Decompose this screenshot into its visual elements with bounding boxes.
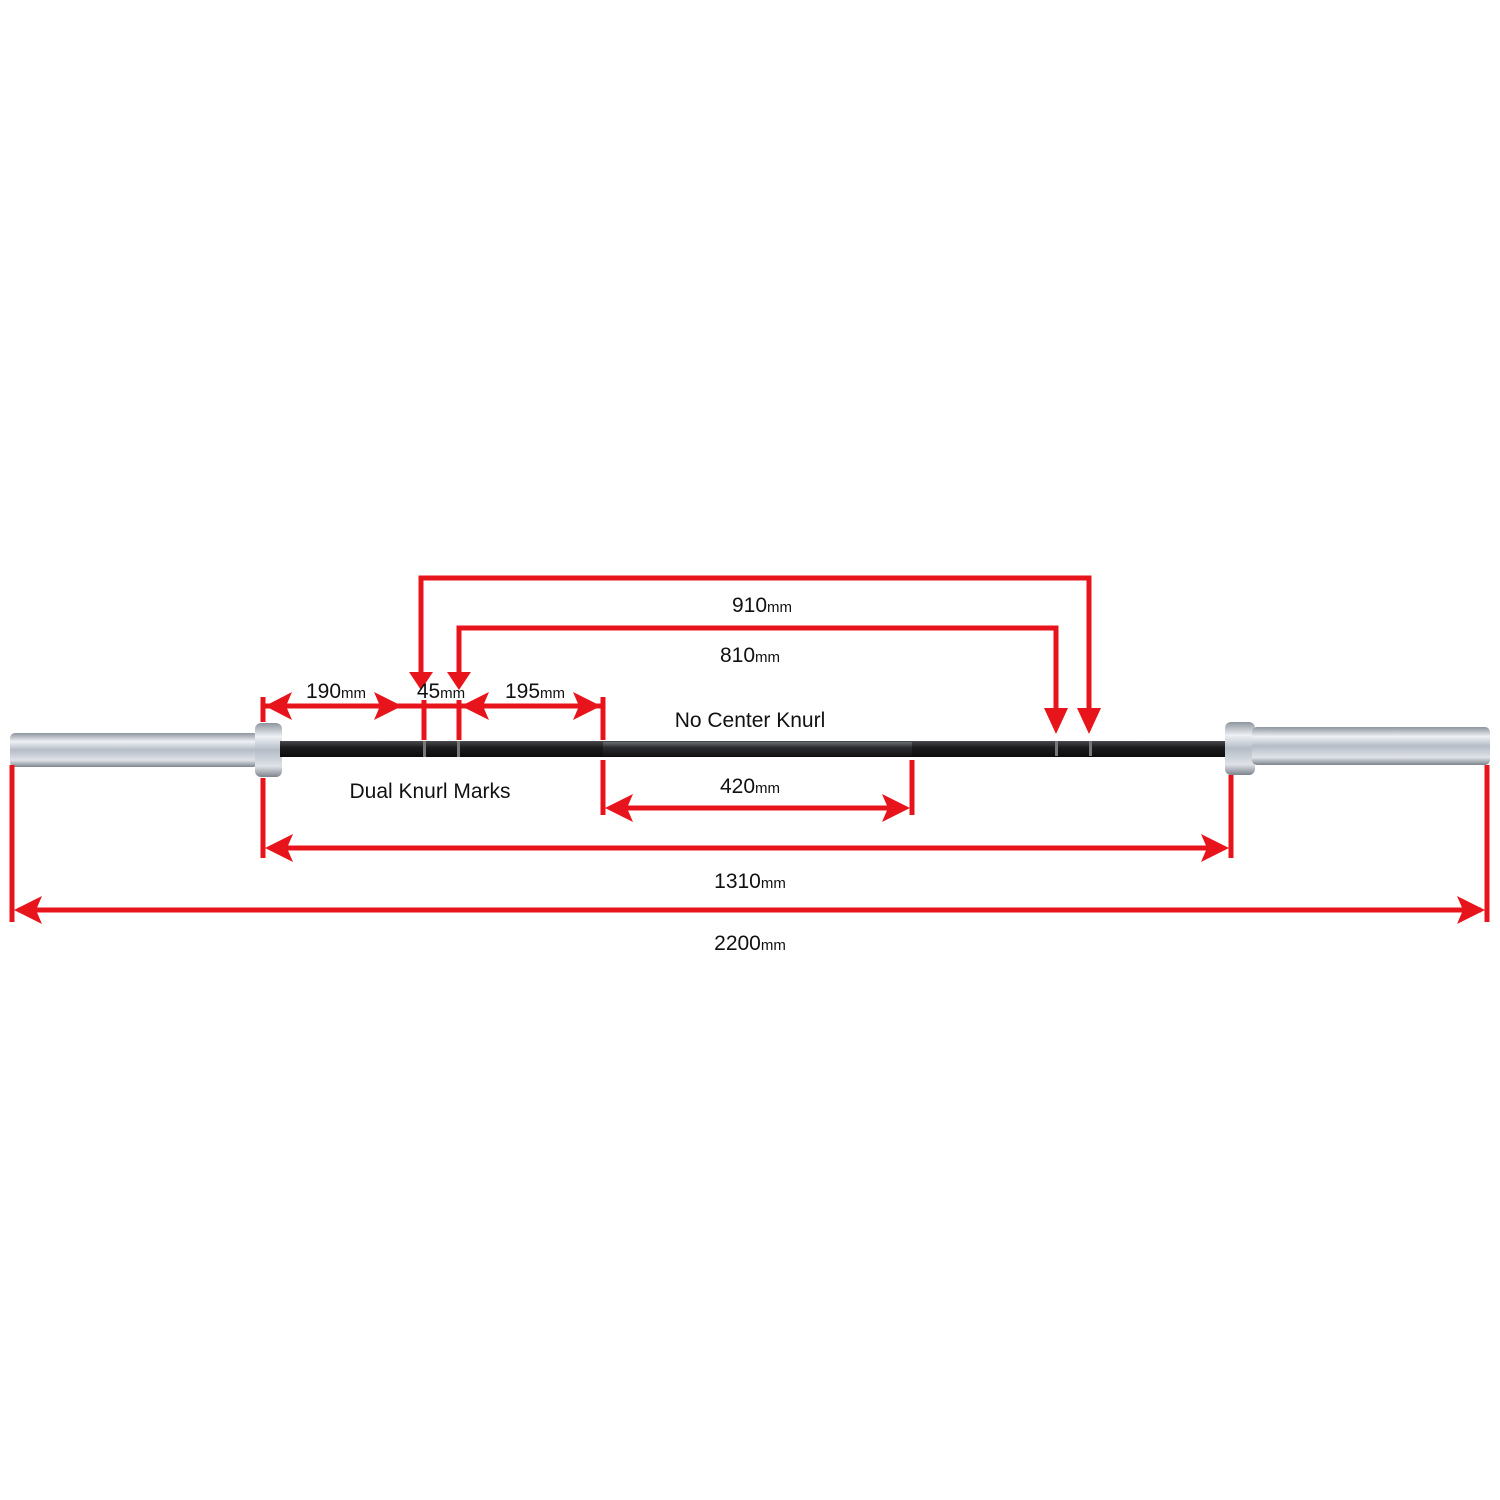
label-45: 45mm	[417, 680, 465, 703]
label-195: 195mm	[505, 680, 565, 703]
knurl-mark	[1089, 741, 1092, 756]
left-collar	[255, 723, 282, 777]
arrowhead-left-icon	[14, 896, 42, 924]
label-1310: 1310mm	[714, 870, 786, 893]
arrowhead-down-icon	[1077, 708, 1101, 734]
arrowhead-left-icon	[265, 834, 293, 862]
label-420: 420mm	[720, 775, 780, 798]
arrowhead-left-icon	[265, 692, 292, 720]
labels: 910mm 810mm 190mm 45mm 195mm No Center K…	[306, 594, 825, 955]
arrowheads	[14, 672, 1485, 924]
arrowhead-left-icon	[605, 794, 633, 822]
label-810: 810mm	[720, 644, 780, 667]
arrowhead-right-icon	[374, 692, 402, 720]
arrowhead-right-icon	[573, 692, 601, 720]
arrowhead-right-icon	[882, 794, 910, 822]
right-sleeve	[1252, 727, 1490, 765]
dim-810-bracket	[456, 625, 1059, 712]
arrowhead-down-icon	[409, 672, 433, 690]
arrowhead-right-icon	[1457, 896, 1485, 924]
knurl-mark	[423, 741, 426, 757]
dim-910-bracket	[418, 575, 1092, 712]
label-dual-knurl-marks: Dual Knurl Marks	[349, 780, 510, 803]
left-sleeve	[10, 733, 258, 767]
label-2200: 2200mm	[714, 932, 786, 955]
arrowhead-down-icon	[1044, 708, 1068, 734]
knurl-mark	[1055, 741, 1058, 756]
arrowhead-down-icon	[447, 672, 471, 690]
label-190: 190mm	[306, 680, 366, 703]
knurl-mark	[457, 741, 460, 757]
label-910: 910mm	[732, 594, 792, 617]
label-no-center-knurl: No Center Knurl	[675, 709, 826, 732]
barbell	[10, 722, 1490, 777]
center-smooth-section	[603, 742, 912, 756]
arrowhead-left-icon	[461, 692, 489, 720]
right-collar	[1225, 722, 1255, 775]
arrowhead-right-icon	[1201, 834, 1229, 862]
